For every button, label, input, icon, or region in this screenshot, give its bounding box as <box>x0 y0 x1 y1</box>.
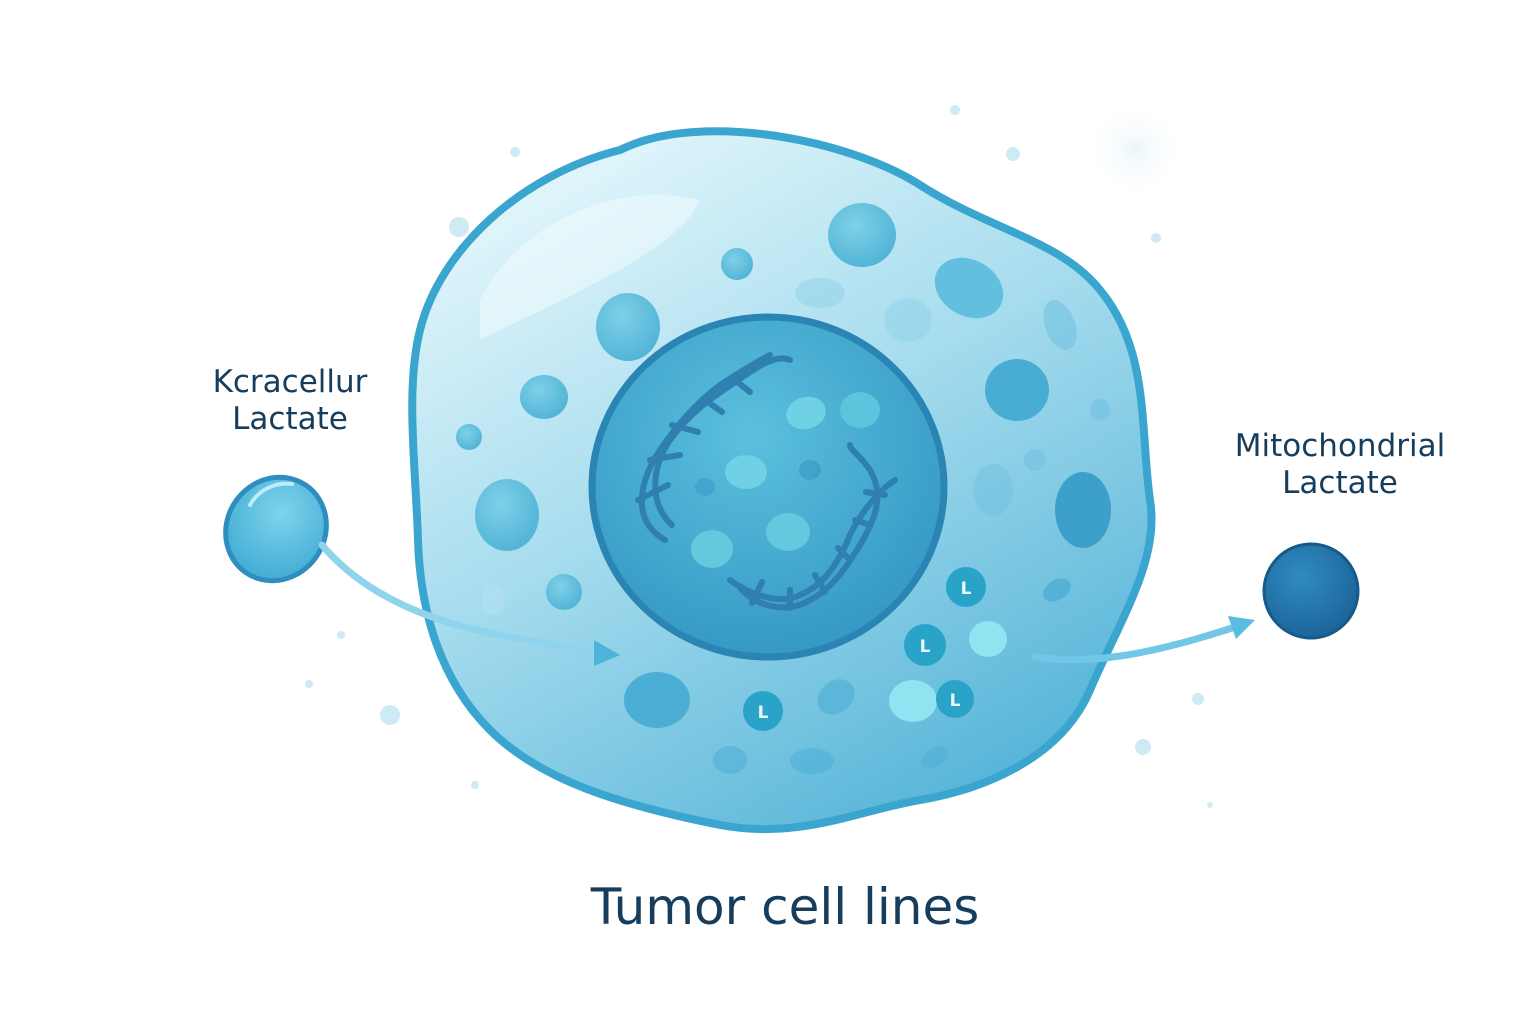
background-glow <box>1085 100 1185 200</box>
label-line: Lactate <box>232 400 348 437</box>
svg-text:L: L <box>920 637 931 657</box>
nucleus <box>588 313 948 661</box>
extracellular-lactate-vesicle <box>223 474 329 584</box>
influx-arrow-icon <box>318 541 620 666</box>
extracellular-lactate-label: Kcracellur Lactate <box>190 364 390 437</box>
vesicle <box>889 680 937 722</box>
diagram-title: Tumor cell lines <box>590 878 980 936</box>
svg-text:L: L <box>950 691 961 711</box>
lactate-markers: L L L L <box>743 567 1007 731</box>
label-line: Lactate <box>1282 464 1398 501</box>
lactate-marker-icon: L <box>743 691 783 731</box>
svg-text:L: L <box>758 703 769 723</box>
lactate-marker-icon: L <box>946 567 986 607</box>
lactate-marker-icon: L <box>904 624 946 666</box>
mitochondrial-lactate-label: Mitochondrial Lactate <box>1200 428 1480 501</box>
cytoplasm-organelles <box>456 203 1111 774</box>
mitochondrial-lactate-dot <box>1262 542 1360 640</box>
background-particles <box>305 105 1213 808</box>
efflux-arrow-icon <box>1031 616 1255 664</box>
vesicle <box>969 621 1007 657</box>
label-line: Mitochondrial <box>1234 428 1446 464</box>
label-line: Kcracellur <box>212 364 368 400</box>
svg-text:L: L <box>961 579 972 599</box>
cell-highlight <box>480 194 700 340</box>
dna-helix-icon <box>635 352 898 611</box>
lactate-marker-icon: L <box>936 680 974 718</box>
